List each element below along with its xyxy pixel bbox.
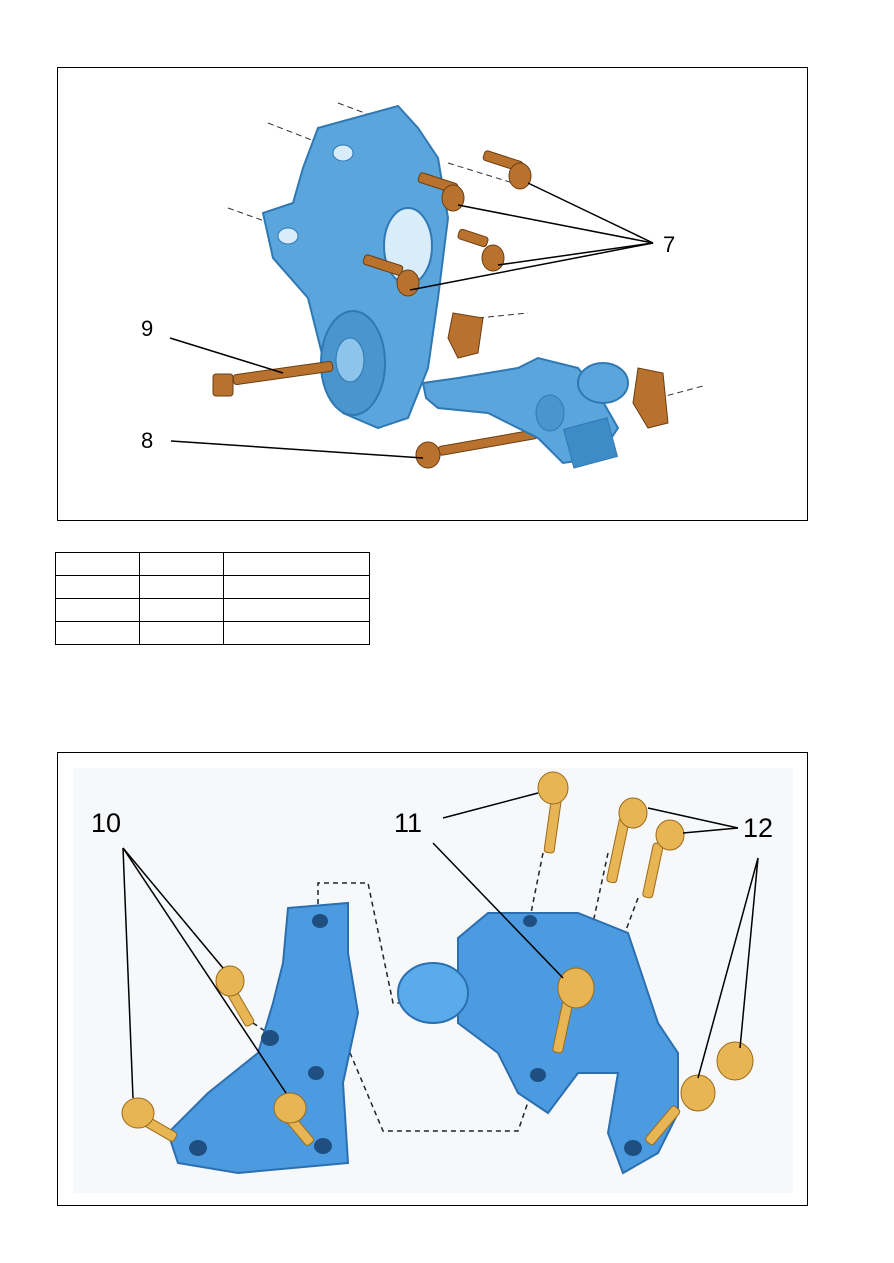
table-cell: [223, 621, 370, 645]
callout-7: 7: [663, 232, 676, 257]
table-cell: [55, 552, 140, 576]
table-cell: [223, 552, 370, 576]
callout-9: 9: [141, 316, 154, 341]
table-row: [55, 598, 370, 622]
mount-illustration: [169, 102, 704, 469]
torque-spec-table: [55, 552, 370, 645]
table-cell: [223, 598, 370, 622]
callout-8: 8: [141, 428, 154, 453]
table-cell: [55, 598, 140, 622]
table-row: [55, 552, 370, 576]
callout-11: 11: [394, 808, 423, 838]
table-cell: [223, 575, 370, 599]
callout-12: 12: [743, 813, 774, 843]
table-row: [55, 575, 370, 599]
table-cell: [139, 552, 224, 576]
bracket-illustration: [73, 768, 793, 1193]
timing-cover-housing: [261, 104, 450, 430]
callout-10: 10: [91, 808, 122, 838]
table-cell: [55, 621, 140, 645]
table-cell: [139, 598, 224, 622]
table-row: [55, 621, 370, 645]
right-mount: [457, 912, 679, 1175]
table-cell: [139, 621, 224, 645]
table-cell: [139, 575, 224, 599]
table-cell: [55, 575, 140, 599]
figure-engine-mount-exploded: 7 9 8: [57, 67, 808, 521]
figure-mount-bracket-bolts: 10 11 12: [57, 752, 808, 1206]
